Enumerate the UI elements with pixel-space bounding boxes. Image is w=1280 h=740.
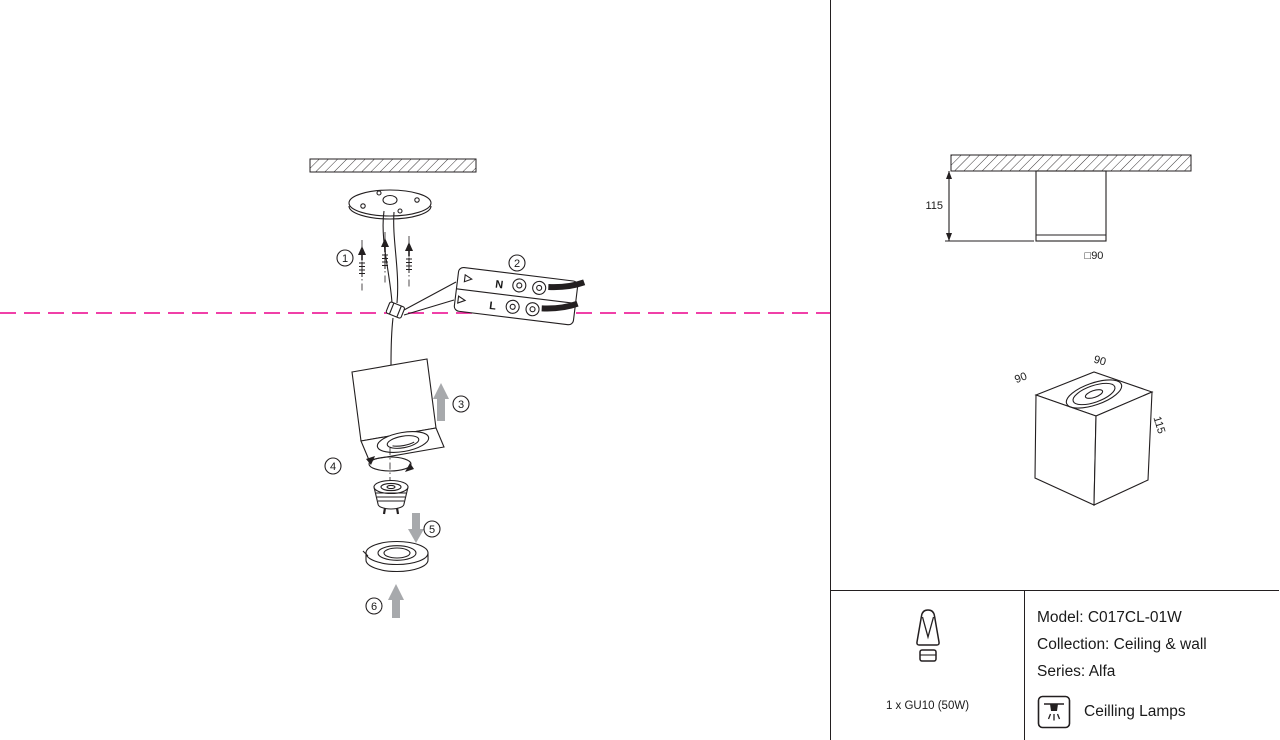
svg-text:2: 2 bbox=[514, 258, 520, 270]
bulb-spec-label: 1 x GU10 (50W) bbox=[885, 700, 970, 712]
height-dimension: 115 bbox=[925, 171, 1034, 242]
model-info-cell: Model: C017CL-01W Collection: Ceiling & … bbox=[1025, 591, 1279, 740]
svg-text:4: 4 bbox=[330, 461, 336, 473]
step-1-badge: 1 bbox=[336, 249, 354, 267]
front-view: 115 □90 bbox=[925, 154, 1192, 262]
terminal-n-label: N bbox=[495, 279, 504, 292]
ceiling-hatch bbox=[950, 154, 1192, 172]
perspective-height-label: 115 bbox=[1151, 415, 1168, 435]
gu10-bulb-icon bbox=[915, 609, 940, 662]
installation-diagram: 1 N L 2 bbox=[0, 158, 830, 618]
product-info-strip: 1 x GU10 (50W) Model: C017CL-01W Collect… bbox=[831, 590, 1279, 740]
perspective-depth-label: 90 bbox=[1013, 370, 1029, 386]
step-5-arrow-down bbox=[408, 513, 424, 543]
housing-cube bbox=[351, 358, 445, 461]
step-6-arrow-up bbox=[388, 584, 404, 618]
rotation-indicator bbox=[366, 448, 414, 486]
supply-cables bbox=[382, 210, 399, 366]
step-4-badge: 4 bbox=[324, 457, 342, 475]
collection-line: Collection: Ceiling & wall bbox=[1037, 636, 1207, 653]
bulb-spec-cell: 1 x GU10 (50W) bbox=[831, 591, 1025, 740]
ceiling-hatch bbox=[309, 158, 477, 173]
top-opening bbox=[1065, 379, 1123, 409]
step-3-arrow-up bbox=[433, 383, 449, 421]
step-2-badge: 2 bbox=[508, 254, 526, 272]
series-line: Series: Alfa bbox=[1037, 663, 1116, 680]
step-6-badge: 6 bbox=[365, 597, 383, 615]
mounting-plate bbox=[348, 189, 432, 220]
front-width-label: □90 bbox=[1085, 250, 1104, 262]
trim-ring bbox=[362, 540, 429, 573]
fixing-screws bbox=[358, 232, 413, 292]
gu10-bulb bbox=[373, 479, 409, 515]
category-label: Ceilling Lamps bbox=[1084, 703, 1186, 720]
category-row: Ceilling Lamps bbox=[1037, 695, 1279, 729]
step-3-badge: 3 bbox=[452, 395, 470, 413]
svg-text:5: 5 bbox=[429, 524, 435, 536]
model-line: Model: C017CL-01W bbox=[1037, 609, 1182, 626]
cable-clamp bbox=[385, 301, 405, 319]
ceiling-lamp-icon bbox=[1037, 695, 1071, 729]
terminal-l-label: L bbox=[488, 300, 496, 313]
perspective-view: 90 90 115 bbox=[1013, 354, 1168, 506]
housing-outline bbox=[1035, 170, 1107, 242]
svg-text:1: 1 bbox=[342, 253, 348, 265]
svg-text:3: 3 bbox=[458, 399, 464, 411]
spec-panel: 115 □90 90 90 115 bbox=[830, 0, 1279, 740]
perspective-width-label: 90 bbox=[1092, 354, 1107, 369]
terminal-block-leaders bbox=[403, 281, 457, 316]
svg-text:6: 6 bbox=[371, 601, 377, 613]
dimension-drawings: 115 □90 90 90 115 bbox=[925, 154, 1192, 506]
terminal-block: N L bbox=[453, 266, 586, 326]
step-5-badge: 5 bbox=[423, 520, 441, 538]
front-height-label: 115 bbox=[925, 200, 943, 212]
